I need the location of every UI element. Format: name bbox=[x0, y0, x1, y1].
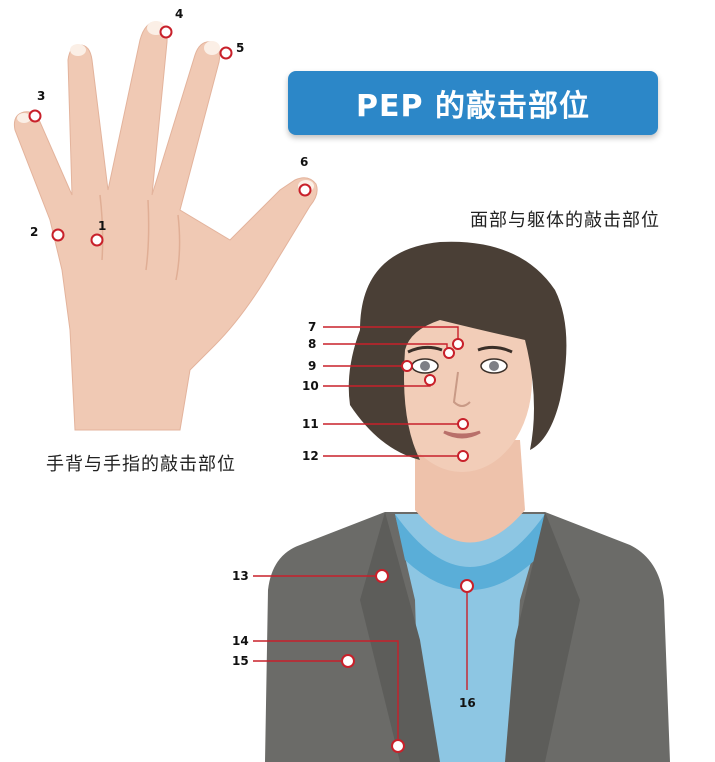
hand-shape bbox=[14, 22, 317, 430]
page-title: PEP 的敲击部位 bbox=[356, 81, 590, 125]
label-6: 6 bbox=[300, 155, 308, 169]
label-12: 12 bbox=[302, 449, 319, 463]
nail bbox=[204, 41, 220, 55]
tap-point-7 bbox=[453, 339, 463, 349]
label-14: 14 bbox=[232, 634, 249, 648]
label-3: 3 bbox=[37, 89, 45, 103]
label-4: 4 bbox=[175, 7, 183, 21]
tap-point-1 bbox=[92, 235, 103, 246]
face-body-caption: 面部与躯体的敲击部位 bbox=[470, 206, 660, 232]
label-5: 5 bbox=[236, 41, 244, 55]
tap-point-13 bbox=[376, 570, 388, 582]
label-16: 16 bbox=[459, 696, 476, 710]
tap-point-14 bbox=[392, 740, 404, 752]
label-2: 2 bbox=[30, 225, 38, 239]
tap-point-6 bbox=[300, 185, 311, 196]
tap-point-4 bbox=[161, 27, 172, 38]
tap-point-10 bbox=[425, 375, 435, 385]
label-7: 7 bbox=[308, 320, 316, 334]
tap-point-11 bbox=[458, 419, 468, 429]
label-8: 8 bbox=[308, 337, 316, 351]
tap-point-16 bbox=[461, 580, 473, 592]
tap-point-15 bbox=[342, 655, 354, 667]
label-15: 15 bbox=[232, 654, 249, 668]
hand-illustration bbox=[14, 21, 317, 430]
tap-point-9 bbox=[402, 361, 412, 371]
tap-point-8 bbox=[444, 348, 454, 358]
label-9: 9 bbox=[308, 359, 316, 373]
tap-point-5 bbox=[221, 48, 232, 59]
tap-point-2 bbox=[53, 230, 64, 241]
title-banner: PEP 的敲击部位 bbox=[288, 71, 658, 135]
label-10: 10 bbox=[302, 379, 319, 393]
label-11: 11 bbox=[302, 417, 319, 431]
right-iris bbox=[489, 361, 499, 371]
hand-caption: 手背与手指的敲击部位 bbox=[46, 450, 236, 476]
tap-point-12 bbox=[458, 451, 468, 461]
label-1: 1 bbox=[98, 219, 106, 233]
left-iris bbox=[420, 361, 430, 371]
tap-point-3 bbox=[30, 111, 41, 122]
nail bbox=[70, 44, 86, 56]
label-13: 13 bbox=[232, 569, 249, 583]
